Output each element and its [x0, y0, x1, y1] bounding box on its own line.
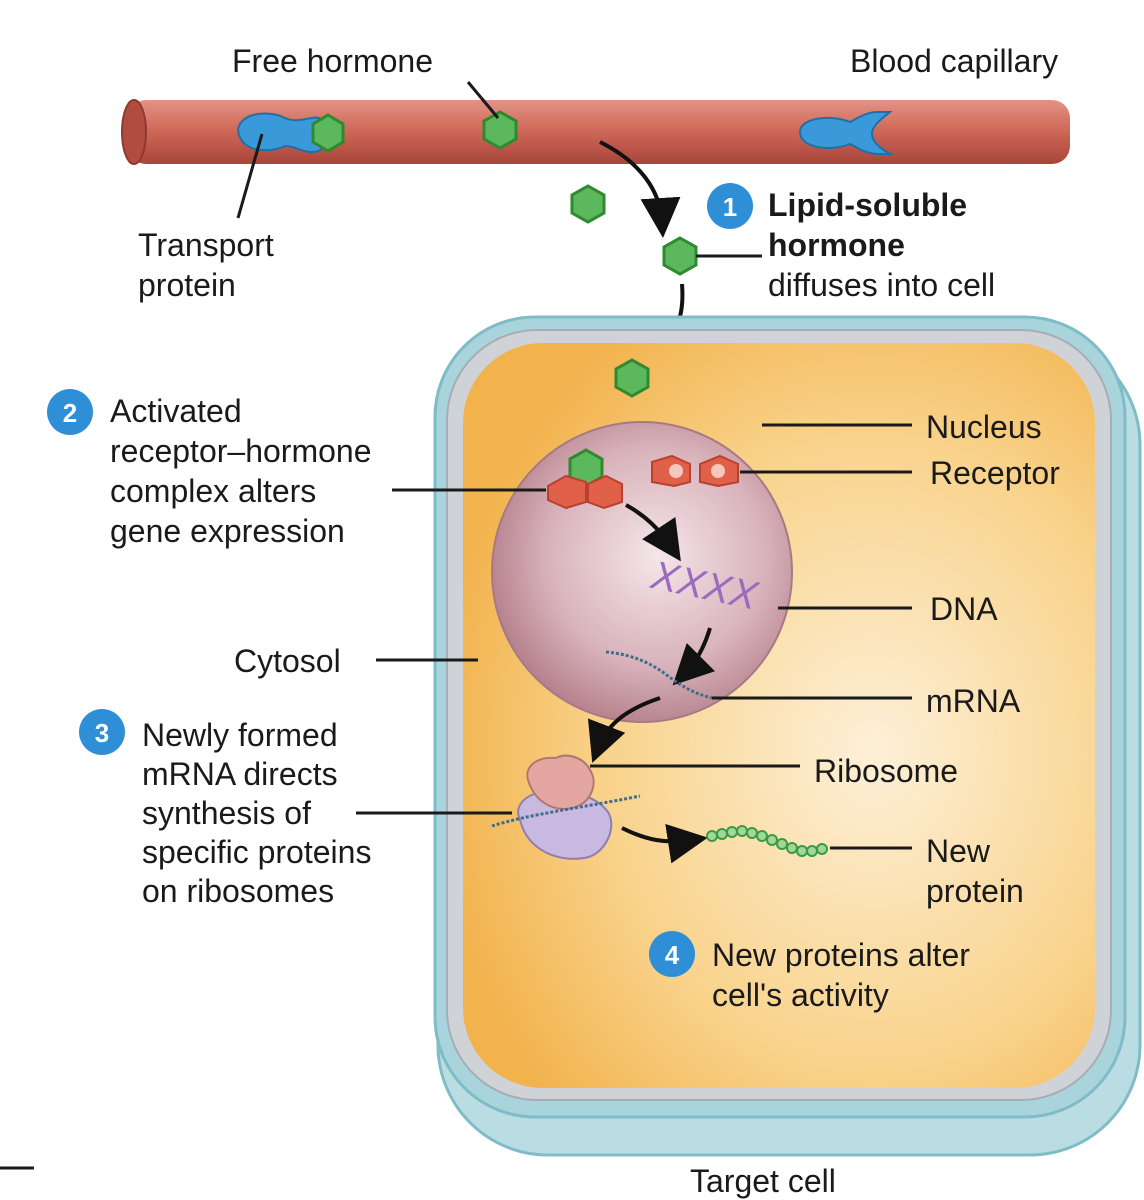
receptor-hormone-complex [547, 448, 623, 510]
free-hormone-molecule [482, 110, 518, 150]
diffusing-hormone-1 [570, 184, 606, 224]
step-3-text-line4: specific proteins [142, 834, 371, 870]
mrna-label: mRNA [926, 683, 1021, 719]
receptor [651, 454, 739, 488]
step-4-text-line1: New proteins alter [712, 937, 970, 973]
transport-protein-label-line2: protein [138, 267, 236, 303]
ribosome-label: Ribosome [814, 753, 958, 789]
step-4-number: 4 [665, 940, 680, 970]
arrow-dna-to-mrna [672, 627, 716, 686]
step-1-text-line1: Lipid-soluble [768, 187, 967, 223]
arrow-mrna-to-ribosome [587, 696, 661, 763]
arrow-ribosome-to-protein [621, 823, 708, 864]
step-2-text-line1: Activated [110, 393, 242, 429]
step-1-text-line3: diffuses into cell [768, 267, 995, 303]
free-hormone-label: Free hormone [232, 43, 433, 79]
step-4-badge [649, 931, 695, 977]
step-1-number: 1 [723, 192, 737, 222]
arrow-complex-to-dna [625, 503, 681, 562]
dna-label: DNA [930, 591, 998, 627]
step-2-badge [47, 389, 93, 435]
leader-lines [0, 81, 912, 1170]
step-4-text-line2: cell's activity [712, 977, 889, 1013]
cytosol-label: Cytosol [234, 643, 341, 679]
step-2-number: 2 [63, 398, 77, 428]
new-protein-label-line1: New [926, 833, 991, 869]
new-protein-label-line2: protein [926, 873, 1024, 909]
step-2-text-line4: gene expression [110, 513, 345, 549]
step-3-text-line2: mRNA directs [142, 756, 338, 792]
blood-capillary-label: Blood capillary [850, 43, 1058, 79]
step-1-badge [707, 183, 753, 229]
step-3-text-line1: Newly formed [142, 717, 338, 753]
step-2: 2 Activated receptor–hormone complex alt… [47, 389, 371, 549]
receptor-label: Receptor [930, 455, 1060, 491]
step-1-text-line2: hormone [768, 227, 905, 263]
transport-protein-empty [798, 111, 894, 155]
target-cell-label: Target cell [690, 1163, 836, 1199]
hormone-bound-to-transport [311, 113, 345, 153]
hormone-in-cytosol [614, 358, 650, 398]
step-4: 4 New proteins alter cell's activity [649, 931, 970, 1013]
arrow-capillary-to-cell [599, 140, 681, 238]
step-3: 3 Newly formed mRNA directs synthesis of… [79, 709, 371, 909]
transport-protein-label-line1: Transport [138, 227, 274, 263]
step-3-text-line3: synthesis of [142, 795, 311, 831]
step-2-text-line2: receptor–hormone [110, 433, 371, 469]
nucleus-label: Nucleus [926, 409, 1042, 445]
ribosome [491, 754, 641, 860]
step-3-badge [79, 709, 125, 755]
step-2-text-line3: complex alters [110, 473, 316, 509]
new-protein-chain [706, 825, 828, 857]
step-3-text-line5: on ribosomes [142, 873, 334, 909]
diffusing-hormone-2 [662, 236, 698, 276]
step-3-number: 3 [95, 718, 109, 748]
mrna-strand [605, 650, 713, 700]
step-1: 1 Lipid-soluble hormone diffuses into ce… [707, 183, 995, 303]
